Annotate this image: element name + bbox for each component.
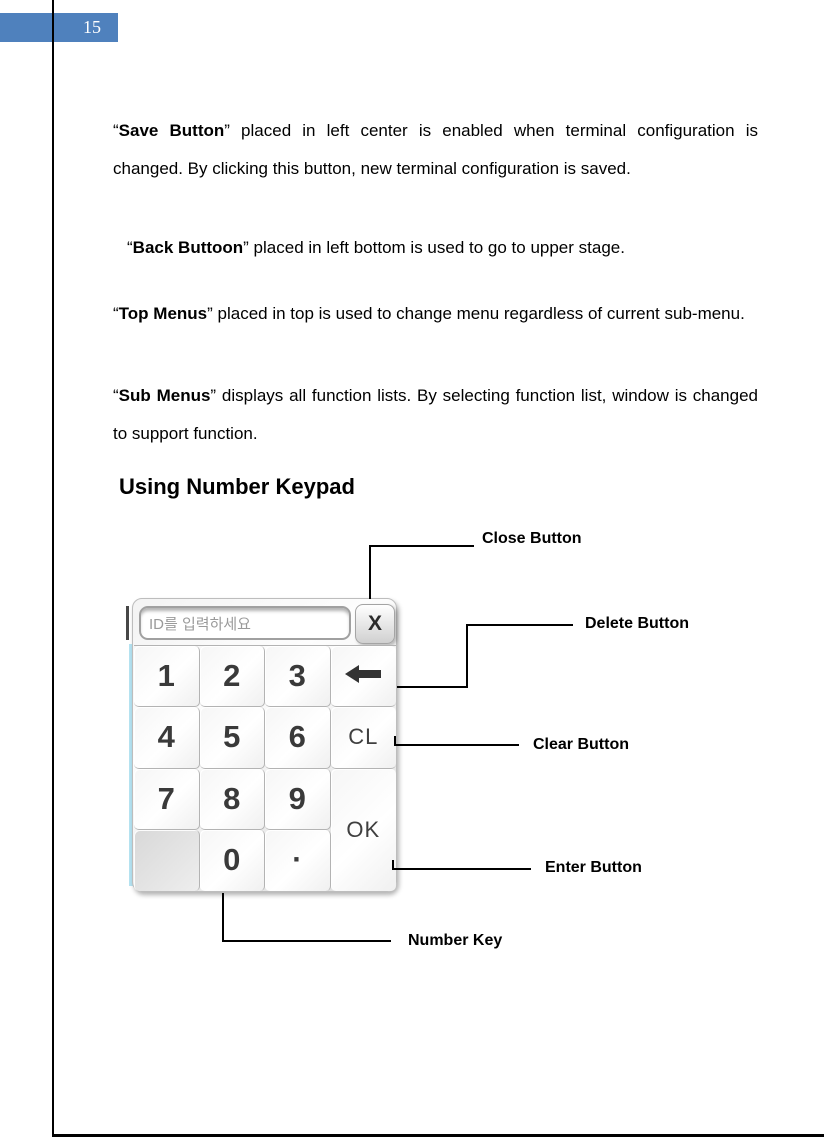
backspace-arrow-icon bbox=[345, 664, 382, 688]
page-number-badge: 15 bbox=[0, 13, 118, 42]
term-save-button: Save Button bbox=[118, 121, 225, 140]
clear-button: CL bbox=[330, 707, 396, 769]
close-callout-line bbox=[369, 545, 474, 547]
delete-button-label: Delete Button bbox=[585, 615, 689, 632]
key-4: 4 bbox=[134, 707, 200, 769]
left-border-line bbox=[52, 0, 54, 1137]
paragraph-back-button: “Back Buttoon” placed in left bottom is … bbox=[113, 229, 758, 267]
id-input-field: ID를 입력하세요 bbox=[139, 606, 351, 640]
number-key-label: Number Key bbox=[408, 932, 503, 949]
clear-callout-line bbox=[394, 736, 396, 746]
delete-button bbox=[330, 646, 396, 708]
clear-callout-line bbox=[394, 744, 519, 746]
quote-open: “ bbox=[113, 304, 119, 323]
page-number: 15 bbox=[83, 17, 101, 37]
quote-open: “ bbox=[113, 386, 119, 405]
number-key-callout-line bbox=[222, 940, 391, 942]
key-6: 6 bbox=[265, 707, 331, 769]
blank-key bbox=[134, 829, 200, 891]
bottom-border-line bbox=[52, 1134, 824, 1137]
enter-callout-line bbox=[392, 860, 394, 870]
key-0: 0 bbox=[199, 829, 265, 891]
delete-callout-line bbox=[466, 624, 573, 626]
paragraph-top-menus: “Top Menus” placed in top is used to cha… bbox=[113, 295, 758, 333]
key-8: 8 bbox=[199, 768, 265, 830]
paragraph-text: ” placed in left bottom is used to go to… bbox=[243, 238, 625, 257]
clear-button-label: Clear Button bbox=[533, 736, 629, 753]
screenshot-edge-highlight bbox=[129, 644, 133, 886]
key-2: 2 bbox=[199, 646, 265, 708]
key-7: 7 bbox=[134, 768, 200, 830]
enter-callout-line bbox=[392, 868, 531, 870]
screenshot-edge-artifact bbox=[126, 606, 129, 640]
paragraph-text: ” placed in top is used to change menu r… bbox=[207, 304, 745, 323]
enter-button-label: Enter Button bbox=[545, 859, 642, 876]
close-button: X bbox=[355, 604, 395, 644]
close-button-label: Close Button bbox=[482, 530, 582, 547]
id-input-placeholder: ID를 입력하세요 bbox=[149, 615, 251, 633]
paragraph-text: ” displays all function lists. By select… bbox=[113, 386, 758, 443]
quote-open: “ bbox=[127, 238, 133, 257]
paragraph-save-button: “Save Button” placed in left center is e… bbox=[113, 112, 758, 188]
enter-button: OK bbox=[330, 768, 396, 891]
key-1: 1 bbox=[134, 646, 200, 708]
quote-open: “ bbox=[113, 121, 119, 140]
close-callout-line bbox=[369, 545, 371, 599]
key-9: 9 bbox=[265, 768, 331, 830]
term-sub-menus: Sub Menus bbox=[118, 386, 211, 405]
key-3: 3 bbox=[265, 646, 331, 708]
term-back-button: Back Buttoon bbox=[132, 238, 244, 257]
delete-callout-line bbox=[397, 686, 468, 688]
decimal-point-key: · bbox=[265, 829, 331, 891]
section-heading: Using Number Keypad bbox=[119, 474, 355, 499]
number-key-callout-line bbox=[222, 893, 224, 942]
paragraph-sub-menus: “Sub Menus” displays all function lists.… bbox=[113, 377, 758, 453]
key-5: 5 bbox=[199, 707, 265, 769]
delete-callout-line bbox=[466, 624, 468, 688]
number-keypad-figure: ID를 입력하세요 X 1 2 3 4 5 6 CL 7 8 9 OK 0 · bbox=[132, 598, 397, 892]
term-top-menus: Top Menus bbox=[118, 304, 208, 323]
close-x-icon: X bbox=[367, 612, 382, 635]
keypad-grid: 1 2 3 4 5 6 CL 7 8 9 OK 0 · bbox=[134, 645, 396, 891]
paragraph-text: ” placed in left center is enabled when … bbox=[113, 121, 758, 178]
